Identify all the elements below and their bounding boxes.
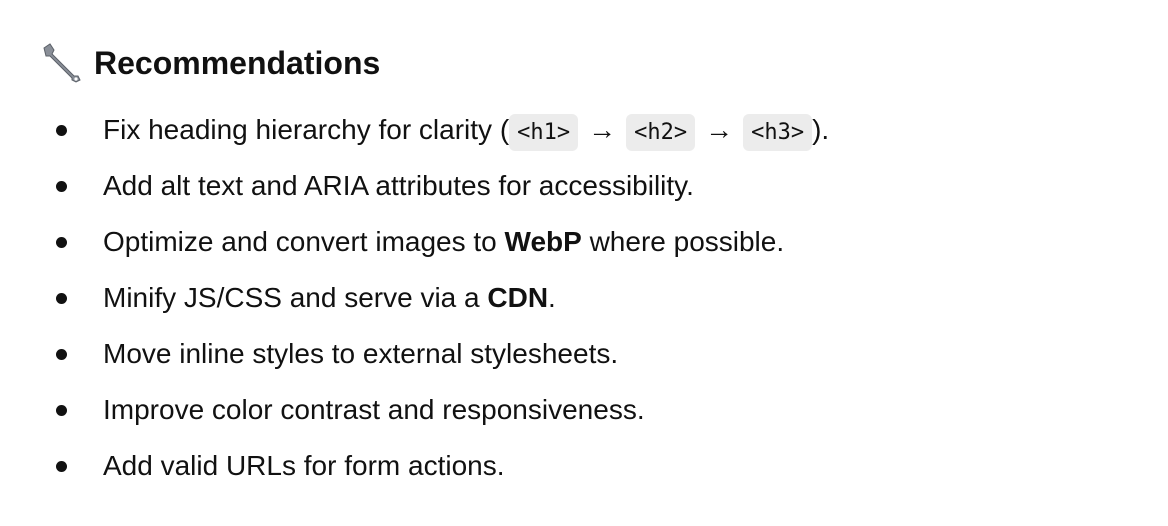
list-item: Optimize and convert images to WebP wher…: [0, 214, 829, 270]
section-heading: Recommendations: [38, 40, 380, 86]
list-item: Add alt text and ARIA attributes for acc…: [0, 158, 829, 214]
recommendations-list: Fix heading hierarchy for clarity (<h1>→…: [0, 102, 829, 494]
wrench-icon: [38, 40, 84, 86]
heading-title: Recommendations: [94, 44, 381, 81]
inline-code: <h2>: [626, 114, 696, 151]
list-item: Add valid URLs for form actions.: [0, 438, 829, 494]
bullet: [56, 349, 67, 360]
bullet: [56, 181, 67, 192]
bullet: [56, 461, 67, 472]
list-item: Move inline styles to external styleshee…: [0, 326, 829, 382]
bullet: [56, 237, 67, 248]
list-item: Minify JS/CSS and serve via a CDN.: [0, 270, 829, 326]
bullet: [56, 405, 67, 416]
list-item: Fix heading hierarchy for clarity (<h1>→…: [0, 102, 829, 158]
inline-code: <h3>: [743, 114, 813, 151]
bullet: [56, 293, 67, 304]
list-item: Improve color contrast and responsivenes…: [0, 382, 829, 438]
inline-code: <h1>: [509, 114, 579, 151]
bullet: [56, 125, 67, 136]
